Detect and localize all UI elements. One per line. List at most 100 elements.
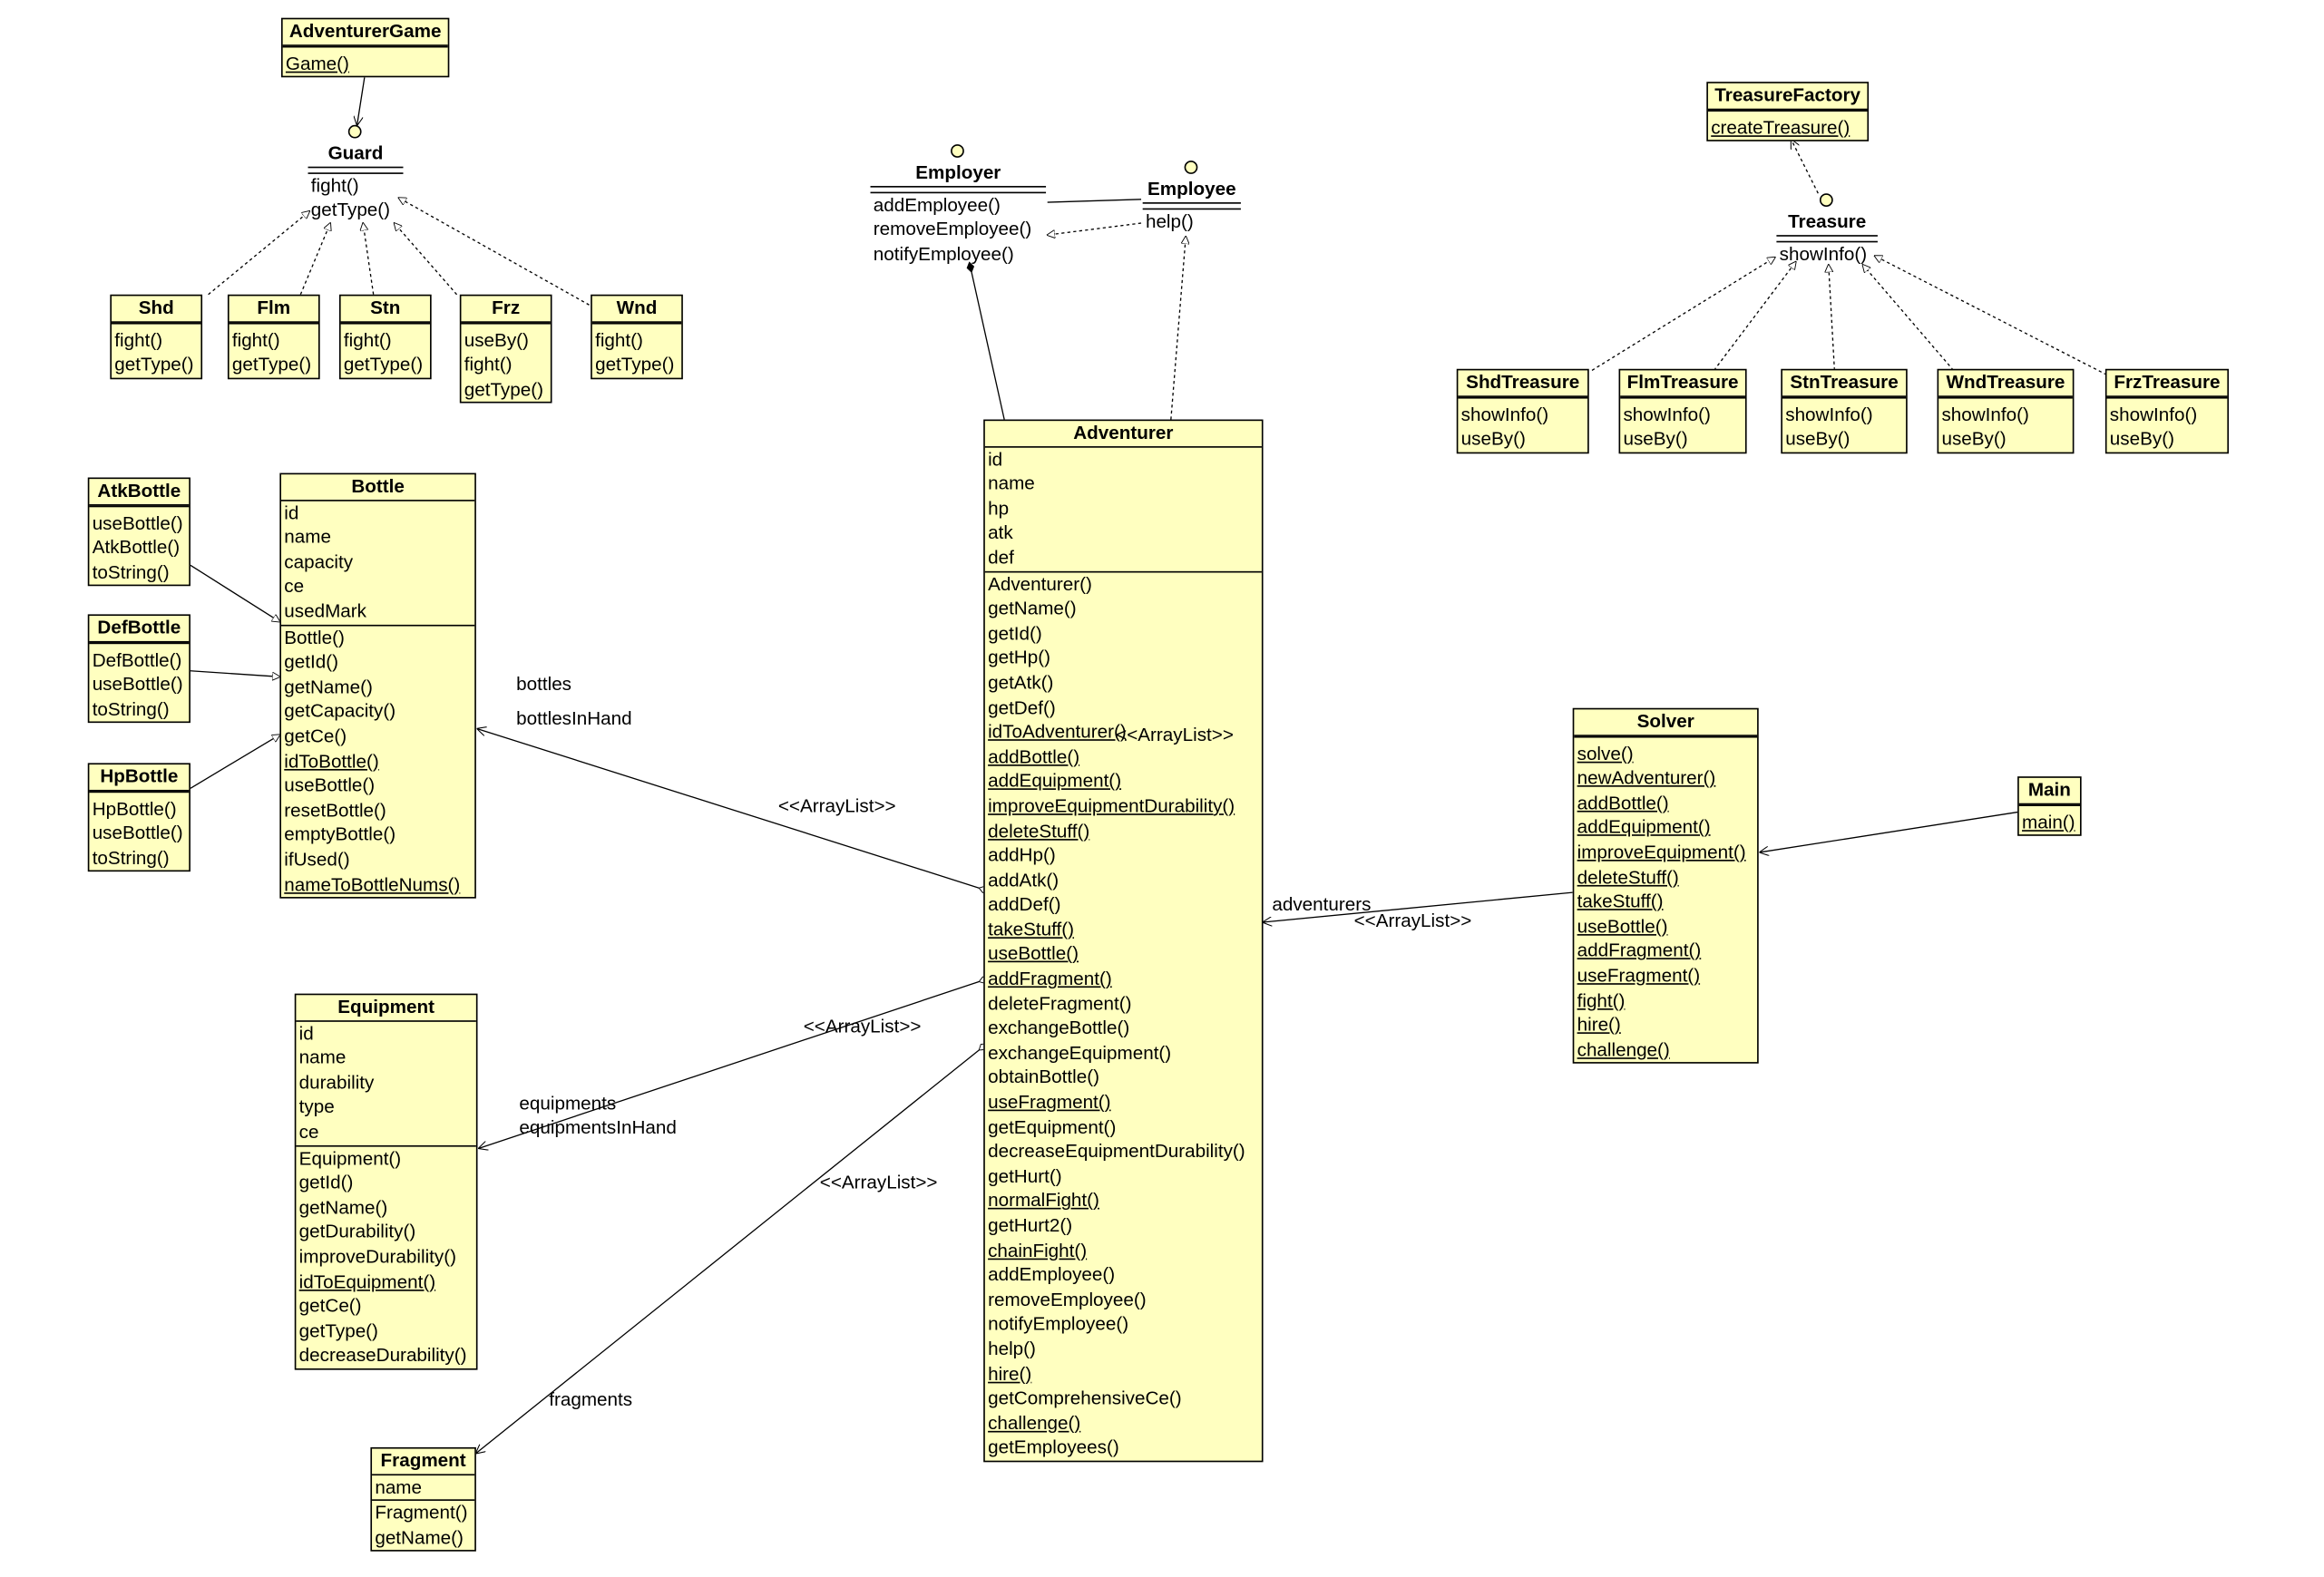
class-operation[interactable]: improveDurability(): [298, 1246, 457, 1268]
class-operation[interactable]: decreaseDurability(): [298, 1345, 467, 1367]
class-operation[interactable]: Bottle(): [284, 627, 345, 648]
class-operation[interactable]: addEmployee(): [988, 1264, 1116, 1286]
class-operation[interactable]: addEquipment(): [988, 771, 1122, 793]
class-operation[interactable]: useBy(): [2109, 428, 2174, 450]
class-operation[interactable]: useBy(): [1623, 428, 1688, 450]
class-operation[interactable]: getType(): [595, 354, 675, 375]
class-operation[interactable]: normalFight(): [988, 1190, 1099, 1212]
class-operation[interactable]: fight(): [595, 329, 643, 351]
class-operation[interactable]: chainFight(): [988, 1240, 1088, 1261]
class-operation[interactable]: deleteFragment(): [988, 993, 1132, 1015]
class-operation[interactable]: improveEquipment(): [1577, 842, 1746, 863]
class-operation[interactable]: HpBottle(): [92, 798, 177, 820]
class-operation[interactable]: useBottle(): [284, 774, 376, 796]
class-operation[interactable]: getName(): [375, 1527, 464, 1549]
class-operation[interactable]: getName(): [298, 1196, 388, 1218]
class-operation[interactable]: ifUsed(): [284, 849, 350, 871]
class-operation[interactable]: getEmployees(): [988, 1436, 1119, 1458]
class-operation[interactable]: useBottle(): [92, 512, 183, 534]
class-operation[interactable]: addFragment(): [988, 968, 1112, 989]
interface-operation[interactable]: getType(): [310, 200, 391, 221]
class-operation[interactable]: useFragment(): [988, 1091, 1111, 1113]
class-operation[interactable]: takeStuff(): [1577, 891, 1664, 912]
class-operation[interactable]: help(): [988, 1339, 1036, 1360]
class-operation[interactable]: main(): [2022, 811, 2075, 832]
class-operation[interactable]: fight(): [231, 329, 280, 351]
class-operation[interactable]: idToBottle(): [284, 750, 379, 772]
class-operation[interactable]: getCapacity(): [284, 701, 396, 723]
class-operation[interactable]: toString(): [92, 561, 170, 583]
class-operation[interactable]: getName(): [988, 598, 1077, 619]
class-operation[interactable]: toString(): [92, 698, 170, 720]
class-operation[interactable]: useBottle(): [92, 674, 183, 696]
interface-operation[interactable]: fight(): [310, 174, 359, 196]
class-operation[interactable]: addEquipment(): [1577, 817, 1711, 839]
class-operation[interactable]: challenge(): [988, 1412, 1081, 1434]
class-operation[interactable]: challenge(): [1577, 1039, 1670, 1061]
class-operation[interactable]: addBottle(): [988, 745, 1080, 767]
interface-operation[interactable]: showInfo(): [1779, 243, 1868, 265]
class-operation[interactable]: useBy(): [1460, 428, 1526, 450]
class-operation[interactable]: showInfo(): [1941, 404, 2029, 425]
interface-operation[interactable]: help(): [1145, 210, 1194, 232]
class-operation[interactable]: Game(): [285, 53, 349, 74]
class-operation[interactable]: Fragment(): [375, 1502, 468, 1523]
class-operation[interactable]: DefBottle(): [92, 649, 182, 671]
class-operation[interactable]: getComprehensiveCe(): [988, 1387, 1182, 1409]
class-operation[interactable]: showInfo(): [1460, 404, 1549, 425]
class-operation[interactable]: idToEquipment(): [298, 1270, 436, 1292]
class-operation[interactable]: solve(): [1577, 743, 1634, 764]
class-operation[interactable]: getType(): [231, 354, 312, 375]
class-operation[interactable]: Adventurer(): [988, 573, 1092, 595]
class-operation[interactable]: AtkBottle(): [92, 537, 181, 559]
class-operation[interactable]: getType(): [298, 1320, 378, 1341]
class-operation[interactable]: fight(): [1577, 989, 1626, 1011]
class-operation[interactable]: fight(): [464, 354, 513, 375]
class-operation[interactable]: useBy(): [1941, 428, 2007, 450]
class-operation[interactable]: getCe(): [284, 725, 347, 747]
class-operation[interactable]: removeEmployee(): [988, 1289, 1147, 1310]
class-operation[interactable]: addDef(): [988, 894, 1061, 916]
class-operation[interactable]: addFragment(): [1577, 940, 1702, 962]
class-operation[interactable]: takeStuff(): [988, 919, 1075, 940]
interface-operation[interactable]: addEmployee(): [873, 194, 1001, 216]
class-operation[interactable]: useBottle(): [988, 943, 1079, 965]
class-operation[interactable]: improveEquipmentDurability(): [988, 795, 1235, 817]
class-operation[interactable]: Equipment(): [298, 1147, 402, 1169]
class-operation[interactable]: addHp(): [988, 844, 1056, 866]
class-operation[interactable]: obtainBottle(): [988, 1066, 1099, 1088]
class-operation[interactable]: hire(): [1577, 1014, 1621, 1036]
class-operation[interactable]: showInfo(): [1623, 404, 1711, 425]
class-operation[interactable]: emptyBottle(): [284, 824, 396, 846]
class-operation[interactable]: getEquipment(): [988, 1116, 1117, 1138]
class-operation[interactable]: showInfo(): [2109, 404, 2198, 425]
class-operation[interactable]: getType(): [114, 354, 194, 375]
class-operation[interactable]: getId(): [298, 1172, 354, 1193]
class-operation[interactable]: useFragment(): [1577, 965, 1701, 987]
class-operation[interactable]: getHurt(): [988, 1165, 1062, 1187]
class-operation[interactable]: exchangeBottle(): [988, 1017, 1130, 1039]
class-operation[interactable]: getType(): [343, 354, 424, 375]
class-operation[interactable]: useBottle(): [1577, 915, 1668, 937]
class-operation[interactable]: useBy(): [1785, 428, 1850, 450]
class-operation[interactable]: toString(): [92, 847, 170, 869]
class-operation[interactable]: useBottle(): [92, 823, 183, 844]
class-operation[interactable]: newAdventurer(): [1577, 767, 1716, 789]
class-operation[interactable]: createTreasure(): [1711, 116, 1850, 138]
